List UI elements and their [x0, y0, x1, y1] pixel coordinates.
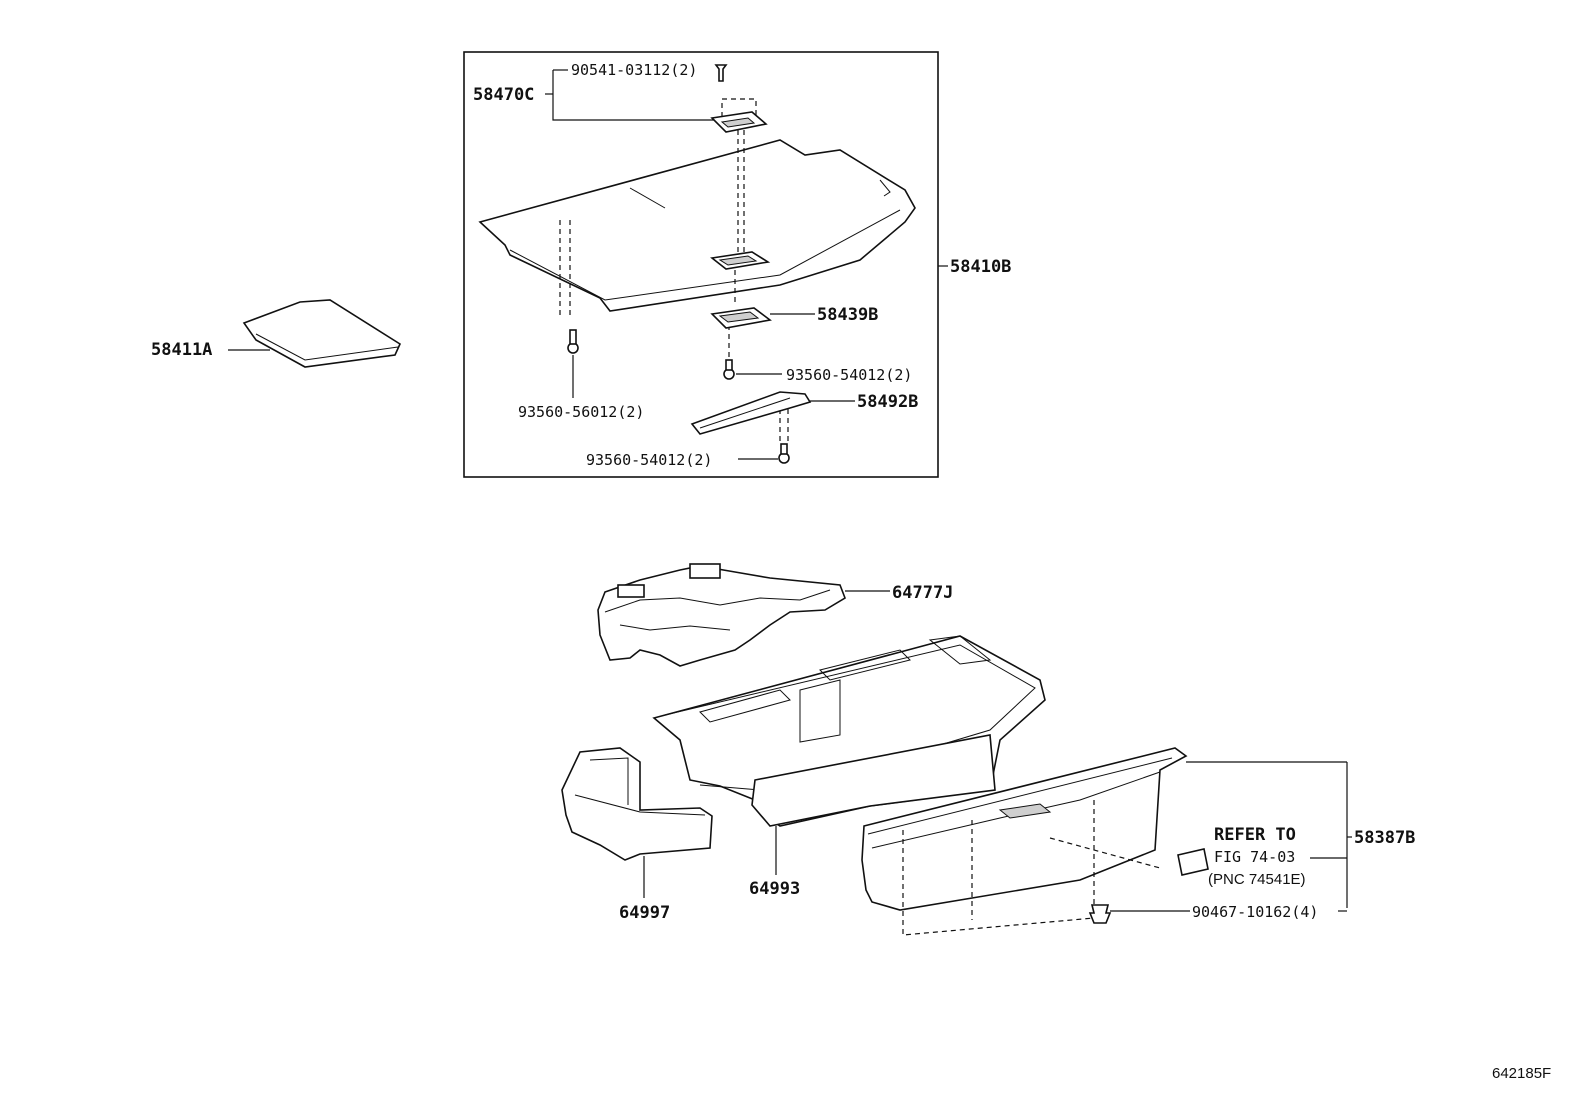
label-58492B: 58492B	[857, 392, 918, 412]
screw-93560-54012-a-icon	[723, 359, 782, 380]
label-58410B: 58410B	[950, 257, 1011, 277]
label-64997: 64997	[619, 903, 670, 923]
label-fig-74-03: FIG 74-03	[1214, 848, 1295, 866]
label-64993: 64993	[749, 879, 800, 899]
label-90541-03112: 90541-03112(2)	[571, 61, 697, 79]
label-58387B: 58387B	[1354, 828, 1415, 848]
dashed-guides-upper	[559, 130, 789, 445]
pad-58439B-icon	[710, 307, 815, 329]
cover-58411A-icon	[228, 299, 402, 368]
label-pnc-74541e: (PNC 74541E)	[1208, 871, 1306, 888]
luggage-tray-64993-icon	[652, 635, 1046, 875]
scuff-plate-58387B-icon	[861, 747, 1352, 911]
label-refer-to: REFER TO	[1214, 825, 1296, 845]
label-90467-10162: 90467-10162(4)	[1192, 903, 1318, 921]
strap-58492B-icon	[690, 391, 855, 435]
tonneau-board-58410B	[478, 139, 916, 312]
clip-90467-icon	[1088, 904, 1347, 924]
leader-58470C	[545, 69, 722, 121]
label-93560-54012-a: 93560-54012(2)	[786, 366, 912, 384]
diagram-id: 642185F	[1492, 1065, 1551, 1082]
sticker-icon	[1177, 848, 1347, 876]
label-93560-56012: 93560-56012(2)	[518, 403, 644, 421]
label-64777J: 64777J	[892, 583, 953, 603]
side-box-64997-icon	[561, 747, 713, 898]
foam-tray-64777J-icon	[597, 563, 890, 667]
label-58439B: 58439B	[817, 305, 878, 325]
clip-58470C-icon	[710, 98, 768, 133]
screw-93560-56012-icon	[567, 329, 579, 398]
screw-90541-icon	[714, 64, 728, 82]
label-58470C: 58470C	[473, 85, 534, 105]
label-93560-54012-b: 93560-54012(2)	[586, 451, 712, 469]
label-58411A: 58411A	[151, 340, 212, 360]
assembly-frame	[463, 51, 939, 478]
dashed-guides-lower	[902, 800, 1161, 936]
screw-93560-54012-b-icon	[738, 443, 790, 464]
